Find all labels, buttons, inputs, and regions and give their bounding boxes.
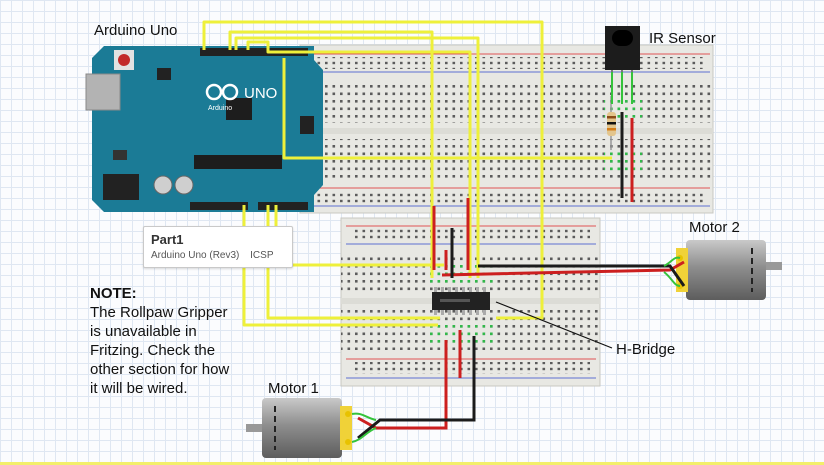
arduino-uno-board[interactable]: UNO Arduino xyxy=(85,46,323,212)
note-body: The Rollpaw Gripper is unavailable in Fr… xyxy=(90,304,230,397)
note-block: NOTE: The Rollpaw Gripper is unavailable… xyxy=(90,284,240,398)
tooltip-part-name: Arduino Uno (Rev3) xyxy=(151,250,240,261)
black-ground-wires xyxy=(357,112,686,440)
arduino-uno-label: Arduino Uno xyxy=(94,22,178,39)
ir-sensor[interactable] xyxy=(605,26,640,96)
note-heading: NOTE: xyxy=(90,285,137,302)
h-bridge-label: H-Bridge xyxy=(616,341,676,358)
usb-connector xyxy=(85,73,121,111)
ir-sensor-label: IR Sensor xyxy=(649,30,716,47)
board-brand-text: Arduino xyxy=(208,105,232,112)
part-tooltip: Part1 Arduino Uno (Rev3) ICSP xyxy=(143,226,293,268)
h-bridge-leader-line xyxy=(495,301,613,349)
tooltip-subtitle: Arduino Uno (Rev3) ICSP xyxy=(151,250,274,261)
motor-1[interactable] xyxy=(246,398,352,458)
green-motor-leads xyxy=(351,72,681,443)
arduino-logo: UNO Arduino xyxy=(205,83,277,112)
power-jack xyxy=(103,174,139,200)
h-bridge-chip[interactable] xyxy=(432,287,490,315)
motor-2-label: Motor 2 xyxy=(689,219,740,236)
board-logo-text: UNO xyxy=(244,85,277,102)
motor-2[interactable] xyxy=(676,240,782,300)
tooltip-extra: ICSP xyxy=(250,250,274,261)
motor-1-label: Motor 1 xyxy=(268,380,319,397)
bottom-highlight-line xyxy=(0,462,824,465)
reset-button[interactable] xyxy=(118,54,130,66)
red-power-wires xyxy=(357,118,685,430)
tooltip-title: Part1 xyxy=(151,232,184,247)
resistor[interactable] xyxy=(607,96,616,150)
top-breadboard xyxy=(299,44,714,214)
